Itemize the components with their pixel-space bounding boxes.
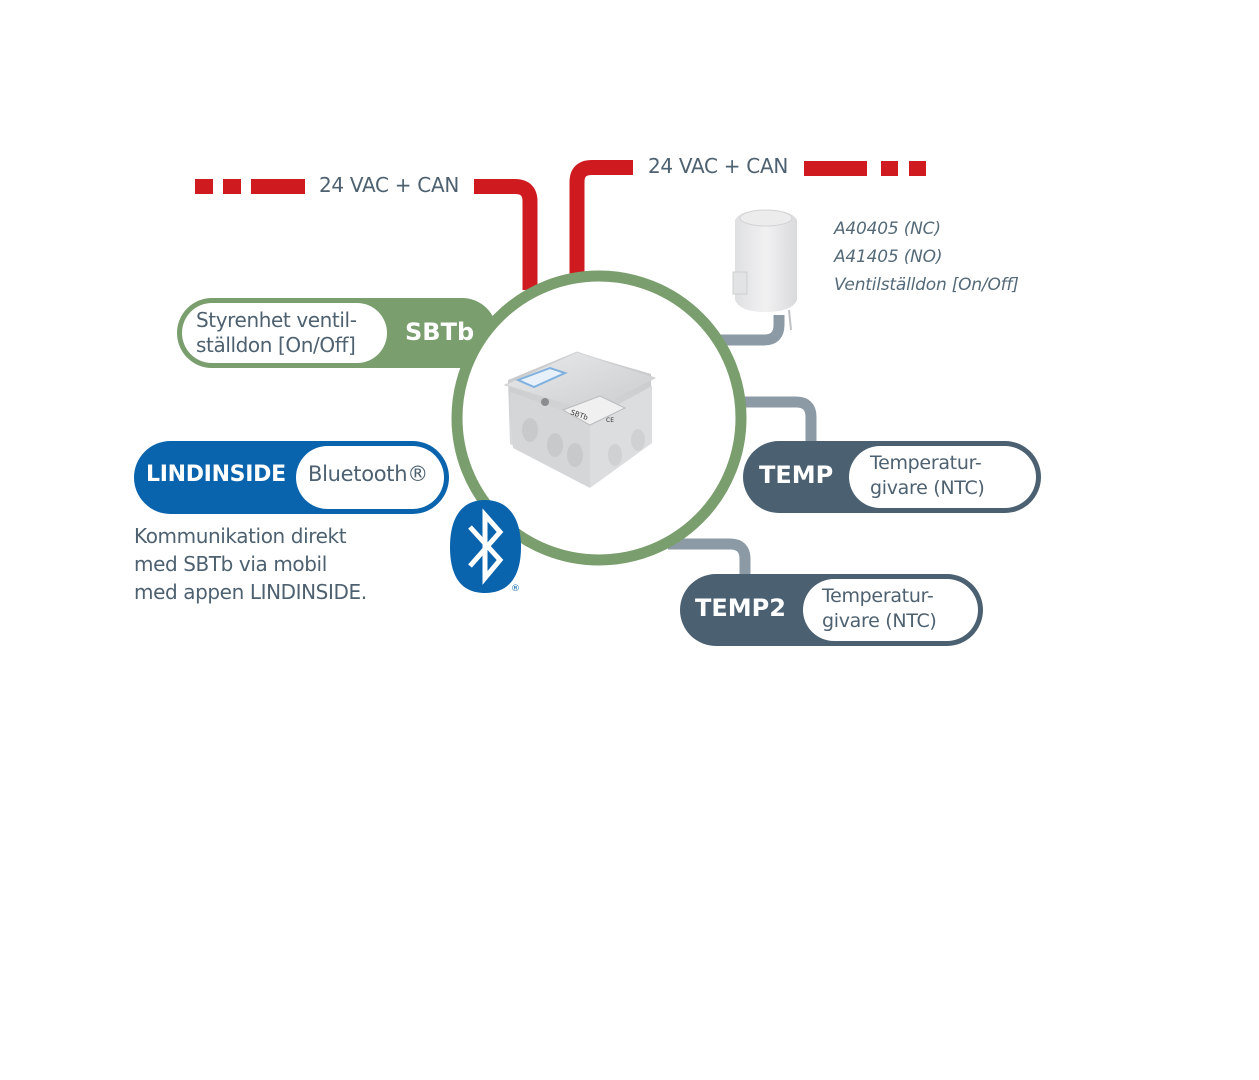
temp2-sensor-name: TEMP2 — [695, 594, 786, 622]
bluetooth-description: Kommunikation direkt med SBTb via mobil … — [134, 522, 367, 606]
controller-badge — [177, 298, 497, 368]
actuator-type: Ventilställdon [On/Off] — [834, 275, 1019, 295]
temp2-wire — [668, 538, 751, 578]
device-ce-mark: CE — [606, 417, 614, 424]
temp-sensor-badge — [743, 441, 1041, 513]
valve-actuator-icon — [732, 209, 797, 331]
bus-dash — [881, 161, 898, 176]
temp2-sensor-description: Temperatur- givare (NTC) — [822, 584, 937, 634]
controller-description-line: Styrenhet ventil- — [196, 308, 357, 332]
sensor-description-line: Temperatur- — [822, 585, 934, 607]
lindinside-name: LINDINSIDE — [146, 462, 286, 487]
temp2-sensor-badge — [680, 574, 983, 646]
actuator-wire — [720, 315, 785, 346]
bus-label-right: 24 VAC + CAN — [648, 154, 788, 178]
controller-description: Styrenhet ventil- ställdon [On/Off] — [196, 308, 357, 358]
bluetooth-tag: Bluetooth® — [308, 462, 428, 486]
bluetooth-icon — [450, 500, 521, 593]
sensor-description-line: givare (NTC) — [822, 610, 937, 632]
controller-description-line: ställdon [On/Off] — [196, 333, 356, 357]
bus-line-right — [569, 160, 926, 290]
actuator-model-nc: A40405 (NC) — [834, 219, 941, 239]
bluetooth-description-line: med SBTb via mobil — [134, 552, 327, 576]
bluetooth-description-line: med appen LINDINSIDE. — [134, 580, 367, 604]
bluetooth-registered-mark: ® — [511, 584, 520, 594]
bus-dash — [195, 179, 213, 194]
actuator-model-no: A41405 (NO) — [834, 247, 943, 267]
controller-name: SBTb — [405, 318, 475, 346]
bus-wire-left — [474, 179, 538, 290]
temp-sensor-name: TEMP — [759, 461, 834, 489]
bluetooth-description-line: Kommunikation direkt — [134, 524, 347, 548]
bus-line-left — [195, 179, 538, 290]
bus-dash — [804, 161, 867, 176]
bus-label-left: 24 VAC + CAN — [319, 173, 459, 197]
bus-dash — [251, 179, 305, 194]
lindinside-badge — [134, 441, 449, 514]
sbtb-device-image: SBTb CE — [503, 351, 657, 488]
temp-wire — [742, 396, 817, 445]
temp-sensor-description: Temperatur- givare (NTC) — [870, 451, 985, 501]
actuator-description: A40405 (NC) A41405 (NO) Ventilställdon [… — [834, 215, 1019, 299]
sensor-description-line: givare (NTC) — [870, 477, 985, 499]
sensor-description-line: Temperatur- — [870, 452, 982, 474]
bus-dash — [223, 179, 241, 194]
bus-wire-right — [569, 160, 633, 290]
bus-dash — [909, 161, 926, 176]
